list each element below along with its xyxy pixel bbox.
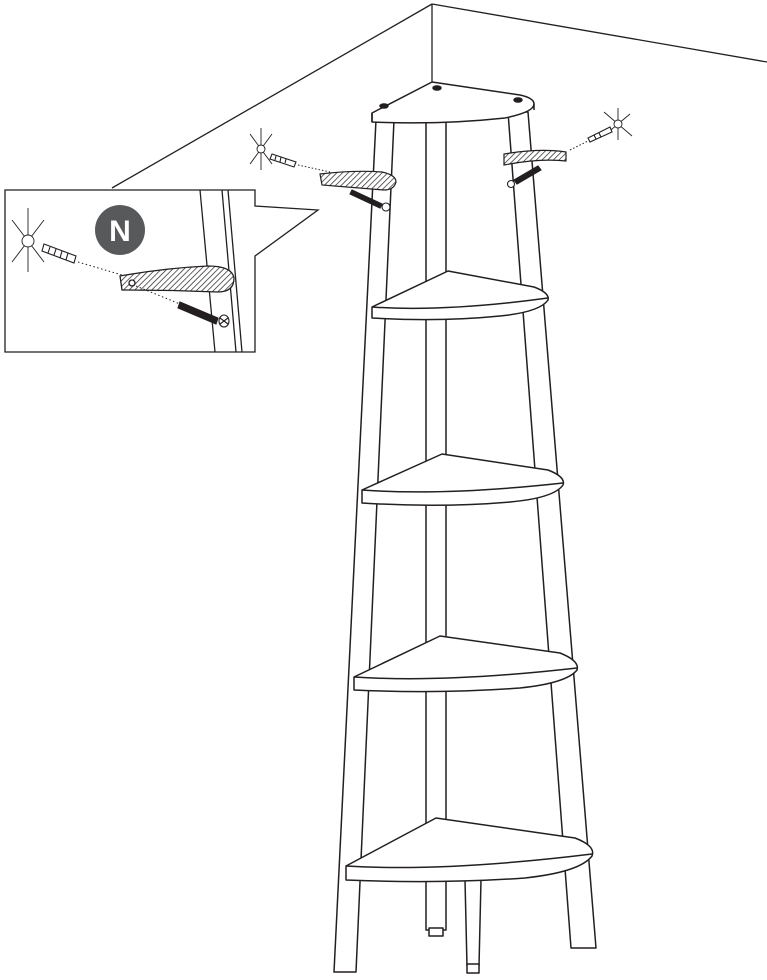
- wall-anchor-icon: [587, 126, 613, 143]
- step-label: N: [109, 215, 131, 248]
- right-leg: [507, 111, 597, 949]
- drill-hole-icon: [603, 108, 633, 140]
- wall-anchor-icon: [269, 153, 297, 168]
- shelf-3: [361, 453, 565, 507]
- screw-icon: [349, 189, 391, 212]
- front-center-leg: [464, 879, 482, 974]
- step-badge-circle: [95, 205, 145, 255]
- left-anchor-group: [249, 128, 397, 212]
- shelf-4: [353, 635, 579, 693]
- wall-strap-icon: [319, 170, 397, 191]
- screw-icon: [177, 301, 230, 328]
- drill-hole-icon: [11, 208, 45, 272]
- back-leg: [425, 121, 447, 937]
- right-anchor-group: [503, 108, 633, 189]
- shelf-top: [371, 81, 535, 124]
- detail-callout: [4, 189, 320, 353]
- wall-strap-icon: [503, 149, 567, 166]
- corner-shelf: [333, 81, 597, 974]
- wall-strap-icon: [119, 265, 235, 293]
- shelf-bottom: [345, 817, 594, 883]
- shelf-2: [371, 270, 549, 321]
- drill-hole-icon: [249, 128, 273, 170]
- wall-anchor-icon: [41, 243, 77, 264]
- step-badge: N: [95, 205, 145, 255]
- screw-icon: [506, 165, 542, 189]
- room-corner: [111, 3, 767, 189]
- left-front-leg: [333, 119, 395, 973]
